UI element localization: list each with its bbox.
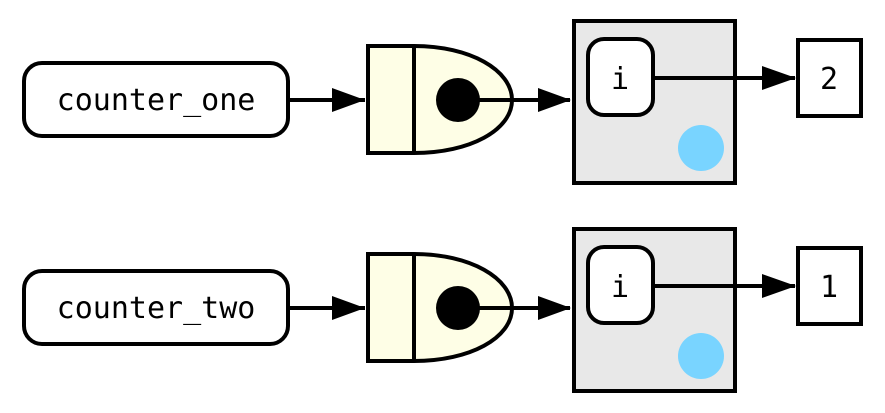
value-box [796, 246, 863, 326]
arrowhead-icon [332, 296, 365, 320]
name-box [22, 61, 290, 138]
function-shape [366, 252, 515, 363]
name-box [22, 269, 290, 346]
value-label: 1 [820, 270, 838, 305]
binding-label: i [611, 62, 629, 97]
counter-row: counter_two i 1 [22, 227, 863, 393]
arrowhead-icon [762, 274, 796, 298]
environment-dot [678, 333, 724, 379]
value-label: 2 [820, 62, 838, 97]
environment-dot [678, 125, 724, 171]
name-label: counter_one [57, 83, 256, 118]
arrowhead-icon [538, 296, 571, 320]
arrowhead-icon [762, 66, 796, 90]
name-label: counter_two [57, 291, 256, 326]
value-box [796, 38, 863, 118]
arrowhead-icon [538, 88, 571, 112]
arrowhead-icon [332, 88, 365, 112]
counter-row: counter_one i 2 [22, 19, 863, 185]
binding-label: i [611, 270, 629, 305]
